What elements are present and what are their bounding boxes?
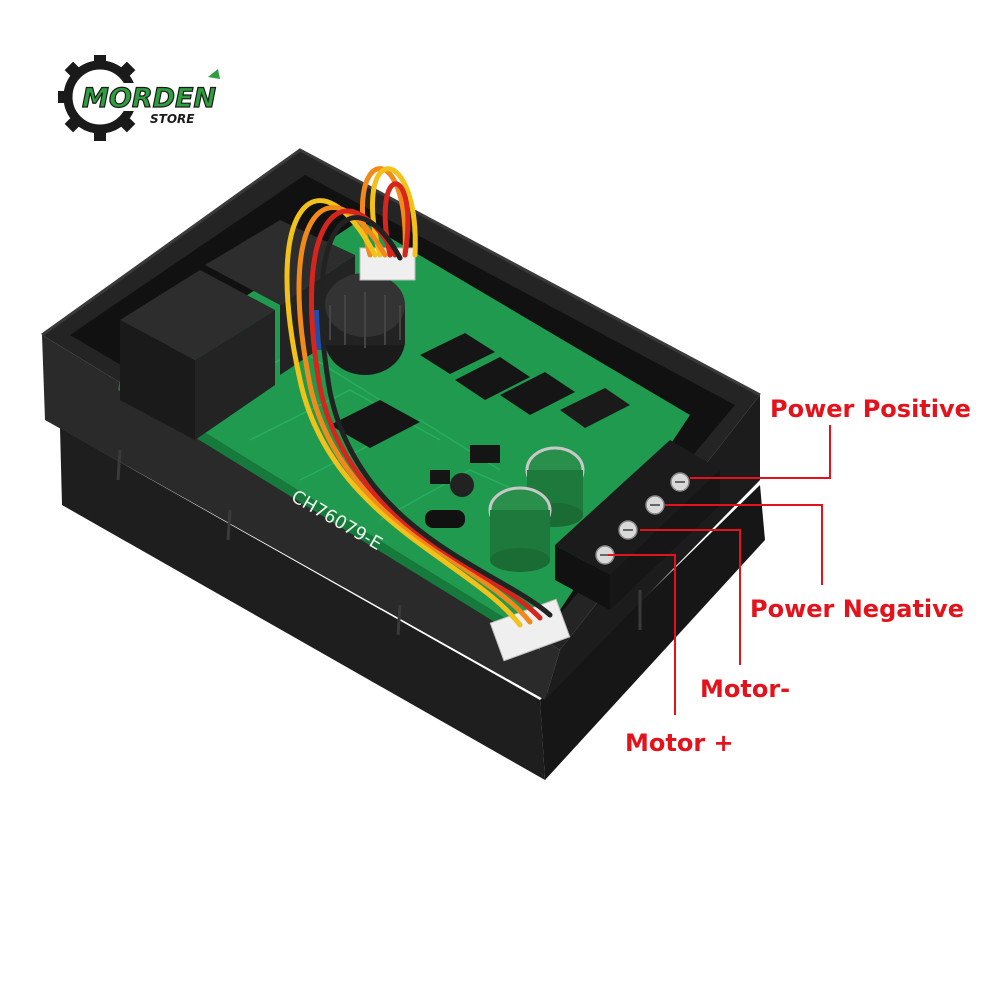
line-power-positive — [690, 425, 831, 479]
wire-harness — [284, 166, 553, 628]
label-motor-plus: Motor + — [625, 729, 734, 757]
brand-name: MORDEN — [82, 83, 216, 114]
brand-logo: MORDEN STORE — [56, 53, 238, 145]
label-power-positive: Power Positive — [770, 395, 971, 423]
knob — [313, 273, 405, 375]
pcb-components — [330, 333, 630, 572]
line-motor-plus — [608, 554, 676, 715]
brand-sub: STORE — [150, 112, 195, 126]
callout-lines — [608, 425, 831, 715]
line-motor-minus — [640, 529, 741, 665]
gear-icon: MORDEN STORE — [56, 53, 220, 141]
label-motor-minus: Motor- — [700, 675, 791, 703]
label-power-negative: Power Negative — [750, 595, 965, 623]
line-power-negative — [665, 504, 823, 585]
